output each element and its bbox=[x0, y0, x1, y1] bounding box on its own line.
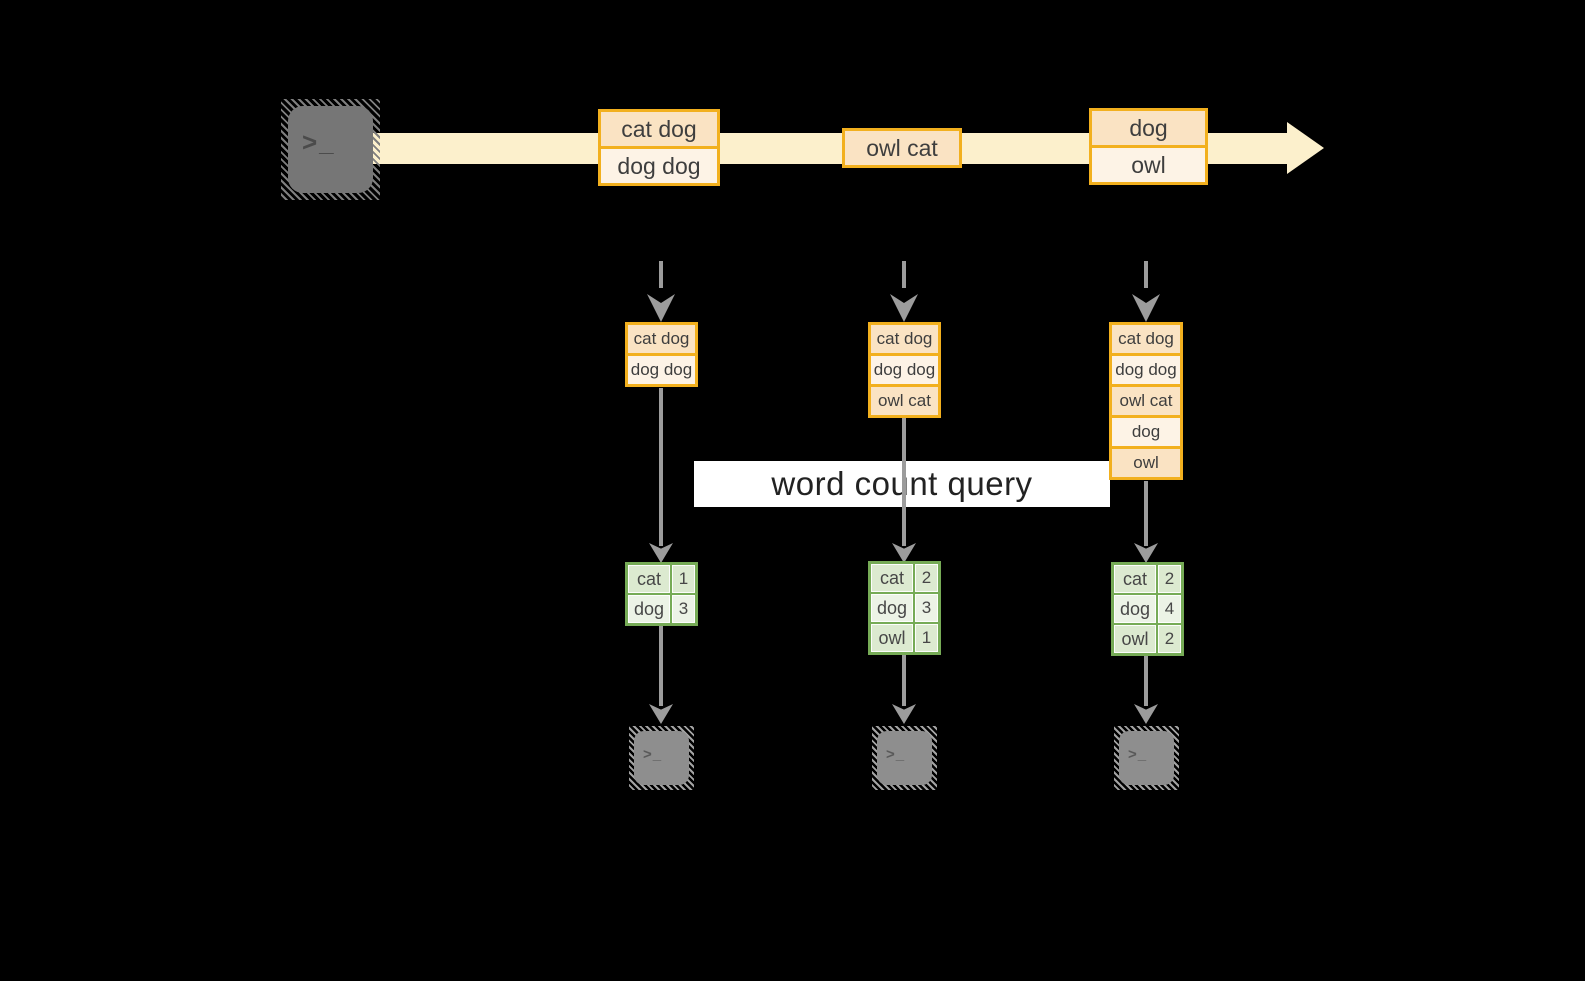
connector-line bbox=[1144, 481, 1148, 546]
dashed-arrow-line bbox=[902, 261, 906, 288]
count-word: dog bbox=[871, 594, 915, 622]
terminal-source-icon: >_ bbox=[281, 99, 380, 200]
count-value: 1 bbox=[915, 624, 938, 652]
connector-line bbox=[1144, 656, 1148, 706]
stream-arrow-head-icon bbox=[1287, 122, 1324, 174]
dashed-arrow-line bbox=[1144, 261, 1148, 288]
terminal-prompt-icon: >_ bbox=[1128, 745, 1148, 763]
stream-event-line: dog bbox=[1092, 111, 1205, 145]
connector-line bbox=[659, 388, 663, 546]
count-word: cat bbox=[1114, 565, 1158, 593]
dashed-arrow-head-icon bbox=[890, 294, 918, 322]
stream-event-line: owl bbox=[1092, 145, 1205, 182]
count-word: owl bbox=[871, 624, 915, 652]
state-row: dog dog bbox=[1112, 353, 1180, 384]
state-row: cat dog bbox=[871, 325, 938, 353]
terminal-output-icon-1: >_ bbox=[629, 726, 694, 790]
state-row: owl cat bbox=[1112, 384, 1180, 415]
dashed-arrow-head-icon bbox=[647, 294, 675, 322]
arrow-head-icon bbox=[1134, 543, 1158, 563]
count-value: 2 bbox=[915, 564, 938, 592]
stream-event-line: dog dog bbox=[601, 146, 717, 183]
connector-line bbox=[659, 626, 663, 706]
arrow-head-icon bbox=[892, 543, 916, 563]
count-word: owl bbox=[1114, 625, 1158, 653]
count-word: dog bbox=[628, 595, 672, 623]
state-row: cat dog bbox=[628, 325, 695, 353]
connector-line bbox=[902, 655, 906, 706]
terminal-output-icon-3: >_ bbox=[1114, 726, 1179, 790]
terminal-screen: >_ bbox=[1119, 731, 1174, 785]
state-row: cat dog bbox=[1112, 325, 1180, 353]
state-row: dog dog bbox=[628, 353, 695, 384]
arrow-head-icon bbox=[1134, 704, 1158, 724]
dashed-arrow-head-icon bbox=[1132, 294, 1160, 322]
arrow-head-icon bbox=[649, 704, 673, 724]
terminal-screen: >_ bbox=[634, 731, 689, 785]
state-row: dog dog bbox=[871, 353, 938, 384]
terminal-screen: >_ bbox=[288, 106, 373, 193]
count-word: cat bbox=[871, 564, 915, 592]
count-value: 4 bbox=[1158, 595, 1181, 623]
arrow-head-icon bbox=[649, 543, 673, 563]
terminal-prompt-icon: >_ bbox=[886, 745, 906, 763]
dashed-arrow-line bbox=[659, 261, 663, 288]
terminal-output-icon-2: >_ bbox=[872, 726, 937, 790]
state-row: owl bbox=[1112, 446, 1180, 477]
stream-event-line: owl cat bbox=[845, 131, 959, 165]
terminal-screen: >_ bbox=[877, 731, 932, 785]
state-row: dog bbox=[1112, 415, 1180, 446]
count-value: 3 bbox=[915, 594, 938, 622]
count-value: 3 bbox=[672, 595, 695, 623]
count-value: 2 bbox=[1158, 625, 1181, 653]
count-value: 2 bbox=[1158, 565, 1181, 593]
terminal-prompt-icon: >_ bbox=[643, 745, 663, 763]
count-value: 1 bbox=[672, 565, 695, 593]
terminal-prompt-icon: >_ bbox=[302, 127, 336, 157]
count-word: cat bbox=[628, 565, 672, 593]
connector-line bbox=[902, 418, 906, 546]
stream-event-box-2: owl cat bbox=[842, 128, 962, 168]
arrow-head-icon bbox=[892, 704, 916, 724]
count-word: dog bbox=[1114, 595, 1158, 623]
state-row: owl cat bbox=[871, 384, 938, 415]
stream-event-line: cat dog bbox=[601, 112, 717, 146]
